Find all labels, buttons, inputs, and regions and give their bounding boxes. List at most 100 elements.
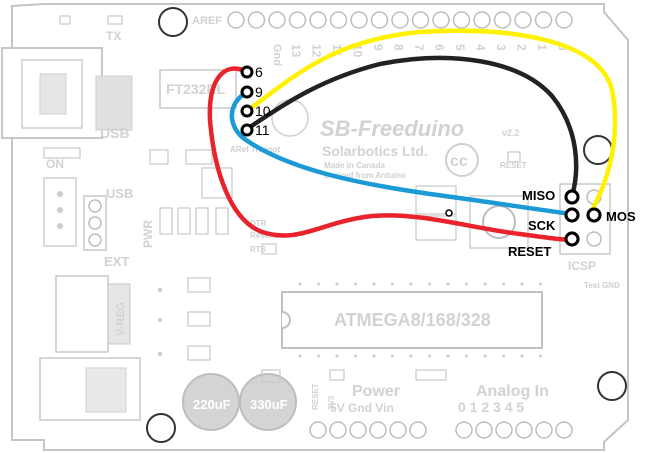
pin-d9-connector bbox=[240, 85, 254, 99]
digital-pin-label: 7 bbox=[412, 44, 426, 51]
power-analog-header bbox=[309, 421, 573, 439]
header-pin bbox=[452, 11, 471, 29]
rts-label: RTS bbox=[250, 245, 267, 254]
aref-trimpot-label: ARef Trimpot bbox=[230, 145, 281, 154]
header-pin bbox=[329, 11, 348, 29]
analog-pin bbox=[555, 421, 573, 439]
reset-icsp-label: RESET bbox=[508, 244, 551, 259]
power-pin bbox=[389, 421, 407, 439]
digital-pin-label: 8 bbox=[392, 44, 406, 51]
pin-d6-connector bbox=[240, 65, 254, 79]
reset-board-label: RESET bbox=[500, 161, 527, 170]
made-in-label: Made in Canada bbox=[324, 161, 385, 170]
icsp-sck-pin bbox=[564, 207, 580, 223]
mounting-hole bbox=[597, 371, 627, 401]
usb-connector: USB bbox=[1, 47, 133, 141]
derived-label: Derived from Arduino bbox=[324, 171, 406, 180]
digital-pin-label: 13 bbox=[289, 44, 303, 58]
mounting-hole bbox=[583, 135, 613, 165]
header-pin bbox=[473, 11, 491, 29]
header-pin bbox=[268, 11, 286, 29]
digital-pin-label: 5 bbox=[453, 44, 467, 51]
maker-label: Solarbotics Ltd. bbox=[322, 143, 428, 159]
pin-label-9: 9 bbox=[255, 84, 263, 100]
cap-220-label: 220uF bbox=[193, 397, 231, 412]
header-pin bbox=[432, 11, 450, 29]
power-pin bbox=[349, 421, 367, 439]
voltage-regulator: V-REG bbox=[55, 275, 131, 353]
header-pin bbox=[227, 11, 245, 29]
brand-label: SB-Freeduino bbox=[320, 116, 464, 141]
capacitor-220: 220uF bbox=[182, 373, 240, 431]
analog-pin bbox=[475, 421, 493, 439]
v33-label: 3V3 bbox=[327, 395, 336, 410]
power-pins-label: 5V Gnd Vin bbox=[330, 401, 394, 415]
icsp-label: ICSP bbox=[568, 259, 596, 273]
header-pin bbox=[514, 11, 532, 29]
header-pin bbox=[493, 11, 512, 29]
pin-label-11: 11 bbox=[255, 122, 270, 138]
aref-label: AREF bbox=[192, 15, 222, 27]
board-outline bbox=[11, 3, 629, 451]
vreg-label: V-REG bbox=[115, 302, 127, 336]
sck-label: SCK bbox=[528, 218, 556, 233]
power-pin bbox=[409, 421, 427, 439]
header-pin bbox=[534, 11, 553, 29]
analog-pin bbox=[495, 421, 513, 439]
miso-label: MISO bbox=[522, 188, 555, 203]
dtr-label: DTR bbox=[250, 219, 267, 228]
icsp-reset-pin bbox=[564, 231, 580, 247]
power-label: Power bbox=[352, 383, 400, 400]
mounting-hole bbox=[146, 413, 176, 443]
icsp-miso-pin bbox=[564, 189, 580, 205]
analog-pin bbox=[535, 421, 553, 439]
header-pin bbox=[370, 11, 389, 29]
digital-pin-label: 2 bbox=[515, 44, 529, 51]
mounting-hole bbox=[158, 7, 188, 37]
header-pin bbox=[411, 11, 430, 29]
power-pin bbox=[369, 421, 387, 439]
header-pin bbox=[391, 11, 409, 29]
analog-pins-label: 0 1 2 3 4 5 bbox=[458, 399, 524, 415]
digital-pin-label: 9 bbox=[371, 44, 385, 51]
digital-header bbox=[227, 11, 573, 29]
pin-label-10: 10 bbox=[255, 103, 271, 119]
ext-label: EXT bbox=[104, 254, 129, 269]
pin-d11-connector bbox=[240, 123, 254, 137]
test-gnd-label: Test GND bbox=[584, 281, 620, 290]
cap-330-label: 330uF bbox=[250, 397, 288, 412]
power-select-jumper: USB EXT PWR bbox=[83, 186, 155, 269]
wire-blue-sck bbox=[229, 89, 575, 217]
version-label: v2.2 bbox=[502, 128, 520, 138]
analog-pin bbox=[455, 421, 473, 439]
digital-pin-label: 1 bbox=[535, 44, 549, 51]
chip-label: ATMEGA8/168/328 bbox=[334, 310, 491, 330]
pwr-label: PWR bbox=[141, 220, 155, 248]
analog-pin bbox=[515, 421, 533, 439]
digital-pin-label: 6 bbox=[433, 44, 447, 51]
usb-label: USB bbox=[100, 125, 130, 141]
atmega-chip: ATMEGA8/168/328 bbox=[281, 291, 543, 349]
gnd-pin-label: Gnd bbox=[271, 44, 283, 66]
digital-pin-label: 4 bbox=[474, 44, 488, 51]
tx-label: TX bbox=[106, 29, 121, 43]
header-pin bbox=[555, 11, 573, 29]
cc-logo: cc bbox=[450, 153, 468, 170]
power-pin bbox=[309, 421, 327, 439]
digital-pin-label: 3 bbox=[494, 44, 508, 51]
reset-short-label: RESET bbox=[311, 383, 320, 410]
header-pin bbox=[350, 11, 368, 29]
analog-label: Analog In bbox=[476, 383, 549, 400]
mosi-label: MOS bbox=[606, 209, 636, 224]
wire-yellow-mosi bbox=[244, 28, 618, 217]
pin-d10-connector bbox=[240, 104, 254, 118]
ft232-chip: FT232RL bbox=[159, 69, 237, 109]
icsp-mosi-pin bbox=[586, 207, 602, 223]
power-pin bbox=[329, 421, 347, 439]
digital-pin-label: 12 bbox=[310, 44, 324, 58]
header-pin bbox=[309, 11, 327, 29]
pin-label-6: 6 bbox=[255, 64, 263, 80]
header-pin bbox=[288, 11, 307, 29]
capacitor-330: 330uF bbox=[239, 373, 297, 431]
